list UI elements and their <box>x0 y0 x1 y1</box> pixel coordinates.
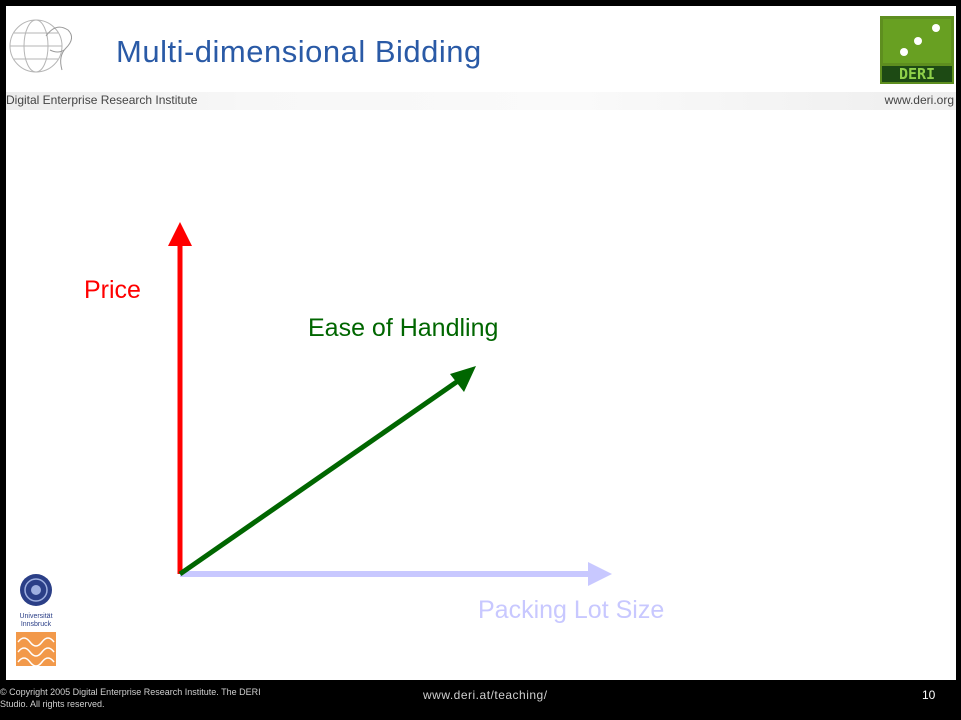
university-logo-text: Universität <box>19 613 52 620</box>
deri-logo-text: DERI <box>899 65 935 83</box>
packing-axis-arrowhead <box>588 562 612 586</box>
deri-logo-icon: DERI <box>880 16 954 84</box>
price-axis-arrowhead <box>168 222 192 246</box>
organization-url: www.deri.org <box>884 93 954 107</box>
svg-text:Innsbruck: Innsbruck <box>21 621 52 628</box>
institute-logo-icon <box>9 19 72 73</box>
page-number: 10 <box>922 688 936 702</box>
packing-lot-size-axis-label: Packing Lot Size <box>478 596 665 624</box>
organization-name: Digital Enterprise Research Institute <box>6 93 198 107</box>
ease-axis-arrowhead <box>450 366 476 392</box>
copyright-notice: © Copyright 2005 Digital Enterprise Rese… <box>0 687 261 709</box>
price-axis-label: Price <box>84 276 141 304</box>
ease-of-handling-axis-label: Ease of Handling <box>308 314 499 342</box>
header-band <box>6 92 956 110</box>
slide-title: Multi-dimensional Bidding <box>116 34 482 69</box>
slide-header: Multi-dimensional Bidding DERI Digital E… <box>6 6 956 110</box>
footer-url: www.deri.at/teaching/ <box>423 688 548 702</box>
axes-diagram <box>168 222 612 586</box>
ease-axis-line <box>178 378 460 577</box>
slide-canvas: Multi-dimensional Bidding DERI Digital E… <box>6 6 956 680</box>
slide-footer <box>0 680 961 720</box>
university-logo-icon: Universität Innsbruck <box>16 574 56 667</box>
